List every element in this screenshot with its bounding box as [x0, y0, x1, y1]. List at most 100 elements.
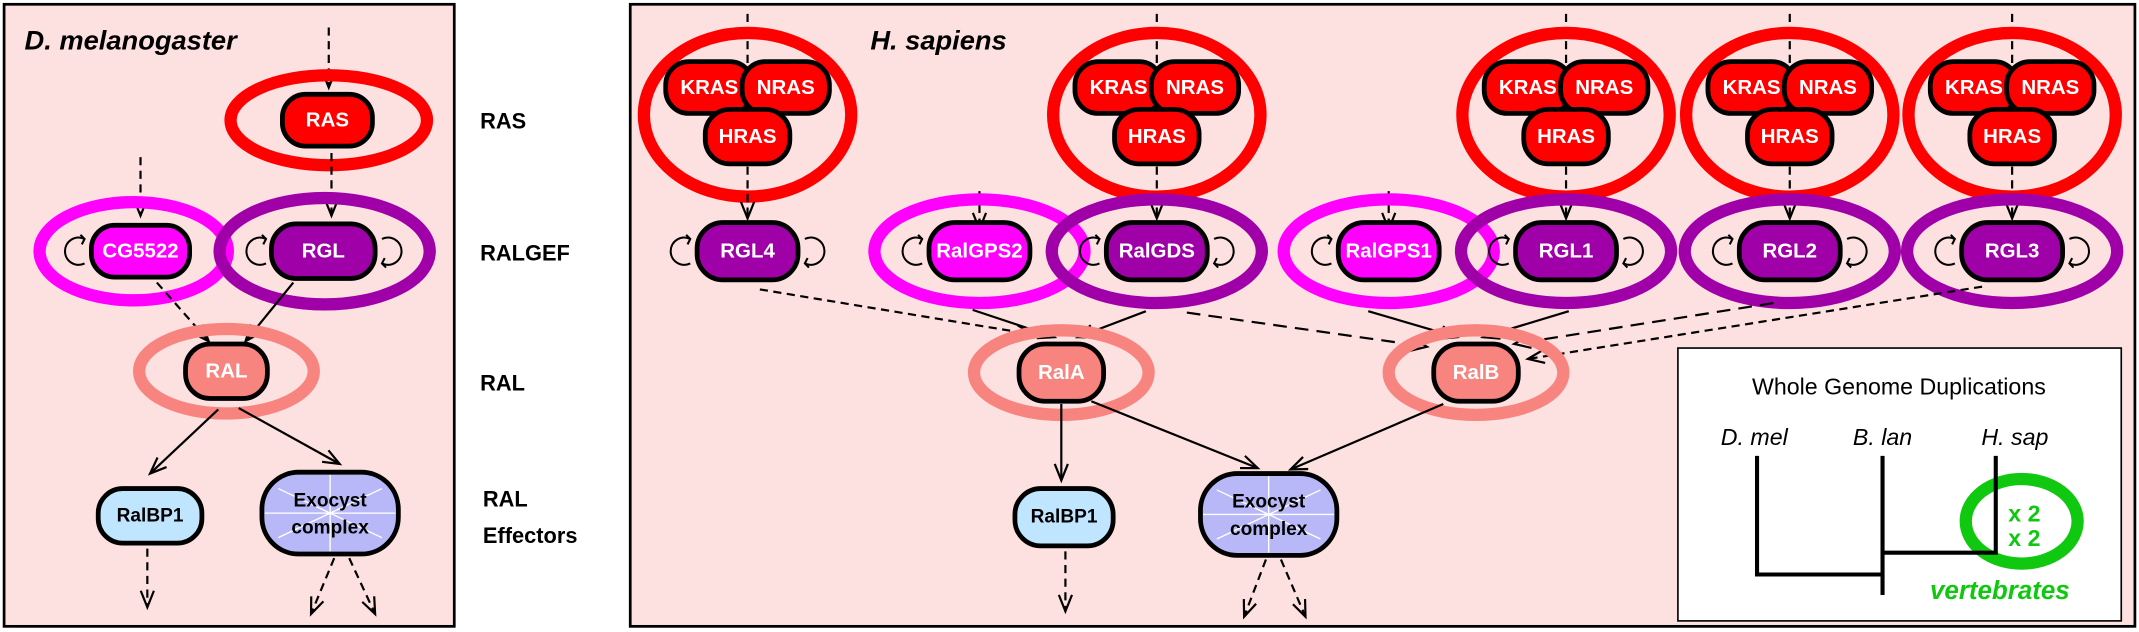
wgd-title: Whole Genome Duplications [1752, 373, 2046, 399]
ras-cluster-4-kras-label: KRAS [1723, 76, 1781, 99]
self-activation-loop-icon [1212, 236, 1235, 269]
arrow-rgl3-ralb [1524, 285, 1983, 364]
wgd-dup-1: x 2 [2008, 500, 2040, 526]
arrow-ralb-exocyst-line [1290, 402, 1444, 471]
ral-node: RAL [183, 341, 270, 401]
human-ralbp1-node: RalBP1 [1012, 486, 1116, 549]
ras-cluster-1-hras-shape [702, 106, 793, 167]
ralgds-node-label: RalGDS [1119, 240, 1195, 263]
rgl-ring [213, 191, 436, 311]
rgl-node: RGL [269, 221, 378, 281]
arrow-rala-exocyst-line [1090, 400, 1259, 470]
exocyst-node: Exocyst complex [259, 469, 401, 557]
ras-cluster-2-to-ralgef-arrow [1149, 166, 1165, 222]
arrowhead-icon [1240, 455, 1261, 470]
cg5522-node-label: CG5522 [102, 240, 178, 263]
ral-node-label: RAL [205, 360, 247, 383]
arrowhead-icon [139, 590, 155, 611]
human-output-arrow-exocyst-1 [1242, 559, 1267, 620]
arrow-ras-rgl [323, 152, 340, 219]
ras-cluster-4-to-ralgef-arrow [1782, 166, 1798, 222]
arrowhead-icon [1292, 599, 1307, 620]
arrowhead-icon [321, 449, 343, 466]
arrow-rgl2-ralb-line [1514, 301, 1774, 346]
ralgps2-node: RalGPS2 [926, 220, 1033, 283]
ras-cluster-2-nras-shape [1148, 59, 1242, 116]
ras-cluster-5-kras: KRAS [1927, 59, 2020, 116]
cg5522-ring [33, 195, 234, 307]
rgl3-node-label: RGL3 [1985, 240, 2040, 263]
phylogeny-tree [1754, 455, 1998, 595]
row-label-effectors-2: Effectors [483, 523, 578, 548]
ralbp1-node-label: RalBP1 [117, 505, 184, 526]
arrowhead-icon [1558, 201, 1574, 222]
cg5522-node: CG5522 [89, 222, 193, 280]
ralgps1-node-label: RalGPS1 [1346, 240, 1432, 263]
ras-cluster-2-kras-label: KRAS [1090, 76, 1148, 99]
ras-cluster-1-nras-shape [739, 59, 832, 116]
human-exocyst-node-label-1: Exocyst [1232, 492, 1306, 513]
ras-cluster-4-hras-shape [1745, 106, 1835, 167]
wgd-dup-2: x 2 [2008, 525, 2040, 551]
rgl1-node-label: RGL1 [1539, 240, 1594, 263]
rgl-node-shape [269, 221, 378, 281]
human-output-arrow-exocyst-2 [1279, 559, 1307, 620]
self-activation-loop-icon [380, 236, 403, 269]
ras-cluster-3-nras-shape [1558, 59, 1651, 116]
wgd-inset: Whole Genome Duplications D. mel B. lan … [1677, 347, 2123, 622]
arrow-rgl4-rala-line [759, 288, 1033, 336]
ras-cluster-3-hras: HRAS [1521, 106, 1611, 167]
arrowhead-icon [1242, 599, 1257, 620]
arrowhead-icon [1524, 348, 1546, 364]
self-activation-loop-icon [1622, 236, 1644, 269]
ras-cluster-4-nras-shape [1781, 59, 1875, 116]
human-output-arrow-ralbp1 [1057, 551, 1073, 615]
ralgps1-node: RalGPS1 [1335, 220, 1442, 283]
vertebrates-label: vertebrates [1930, 577, 2070, 605]
ralb-node: RalB [1431, 341, 1521, 404]
rgl4-node: RGL4 [694, 220, 801, 283]
ralgps1-node-shape [1335, 220, 1442, 283]
ralgds-ring [1045, 193, 1268, 310]
ras-cluster-5-hras-label: HRAS [1983, 125, 2041, 148]
drosophila-title: D. melanogaster [25, 24, 239, 55]
ras-cluster-4-kras: KRAS [1705, 59, 1798, 116]
ras-cluster-1-to-ralgef-arrow [739, 166, 756, 222]
ralgps2-ring [868, 193, 1091, 310]
ras-cluster-3-nras-label: NRAS [1575, 76, 1633, 99]
rgl1-node-shape [1513, 220, 1619, 283]
ralgps2-node-shape [926, 220, 1033, 283]
ras-cluster-5-nras: NRAS [2004, 59, 2097, 116]
ras-cluster-1-kras-label: KRAS [680, 76, 738, 99]
arrowhead-icon [1053, 463, 1069, 484]
row-label-ral: RAL [480, 370, 525, 395]
rgl2-ring [1678, 193, 1901, 310]
species-hsap: H. sap [1981, 424, 2048, 450]
human-output-arrow-exocyst-1-line [1243, 559, 1267, 618]
rgl4-node-shape [694, 220, 801, 283]
rgl3-node: RGL3 [1959, 220, 2065, 283]
ras-cluster-1-hras-label: HRAS [719, 125, 777, 148]
arrowhead-icon [1057, 594, 1073, 615]
rgl2-node-label: RGL2 [1762, 240, 1817, 263]
ral-node-shape [183, 341, 270, 401]
arrowhead-icon [1782, 201, 1798, 222]
ras-cluster-3-kras: KRAS [1481, 59, 1574, 116]
row-label-ras: RAS [480, 108, 526, 133]
output-arrow-ralbp1 [139, 548, 155, 611]
ral-ring [133, 322, 320, 420]
ralb-node-label: RalB [1453, 361, 1500, 384]
exocyst-node-label-1: Exocyst [294, 490, 368, 511]
ralbp1-node: RalBP1 [95, 486, 205, 546]
exocyst-node-label-2: complex [291, 518, 369, 539]
ralbp1-node-shape [95, 486, 205, 546]
self-activation-loop-icon [669, 234, 692, 266]
arrowhead-icon [309, 596, 325, 617]
ras-cluster-4-nras-label: NRAS [1799, 76, 1857, 99]
self-activation-loop-icon [1845, 236, 1868, 269]
self-activation-loop-icon [63, 234, 86, 266]
rala-node-shape [1016, 341, 1106, 404]
ralb-ring [1382, 324, 1570, 422]
rgl2-node-shape [1736, 220, 1843, 283]
